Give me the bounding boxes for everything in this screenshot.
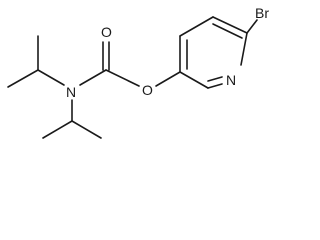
bond-ch-ch3-down <box>42 120 73 139</box>
ring-bond-c5-c6 <box>179 71 209 89</box>
ring-bond-n-c2 <box>240 32 248 66</box>
bromine-label: Br <box>255 5 269 21</box>
ring-bond-c6-n <box>207 83 223 89</box>
bond-c2-br <box>246 19 258 34</box>
bond-ch-ch3-left <box>7 69 39 88</box>
bond-carbonyl-c-n <box>79 69 107 86</box>
isopropyl-lower <box>42 99 102 139</box>
ester-oxygen-label: O <box>142 82 153 98</box>
ring-nitrogen-label: N <box>226 72 236 88</box>
amide-nitrogen-label: N <box>66 84 76 100</box>
bond-c5-o <box>155 71 181 87</box>
isopropyl-upper <box>7 35 65 88</box>
ring-bond-c3-c4 <box>179 16 214 37</box>
ring-bond-c2-c3 <box>212 16 248 34</box>
molecule-structure: Br N O O N <box>7 5 269 139</box>
ring-bond-c6-n-inner <box>207 76 223 82</box>
pyridine-ring <box>179 16 258 89</box>
bond-n-ch-upper <box>37 69 65 86</box>
bond-ch-ch3-right <box>71 120 102 139</box>
bond-o-carbonyl-c <box>105 69 140 87</box>
carbonyl-oxygen-label: O <box>101 24 112 40</box>
carbamate-linkage <box>79 41 181 87</box>
ring-bond-c3-c3-inner <box>212 23 243 39</box>
